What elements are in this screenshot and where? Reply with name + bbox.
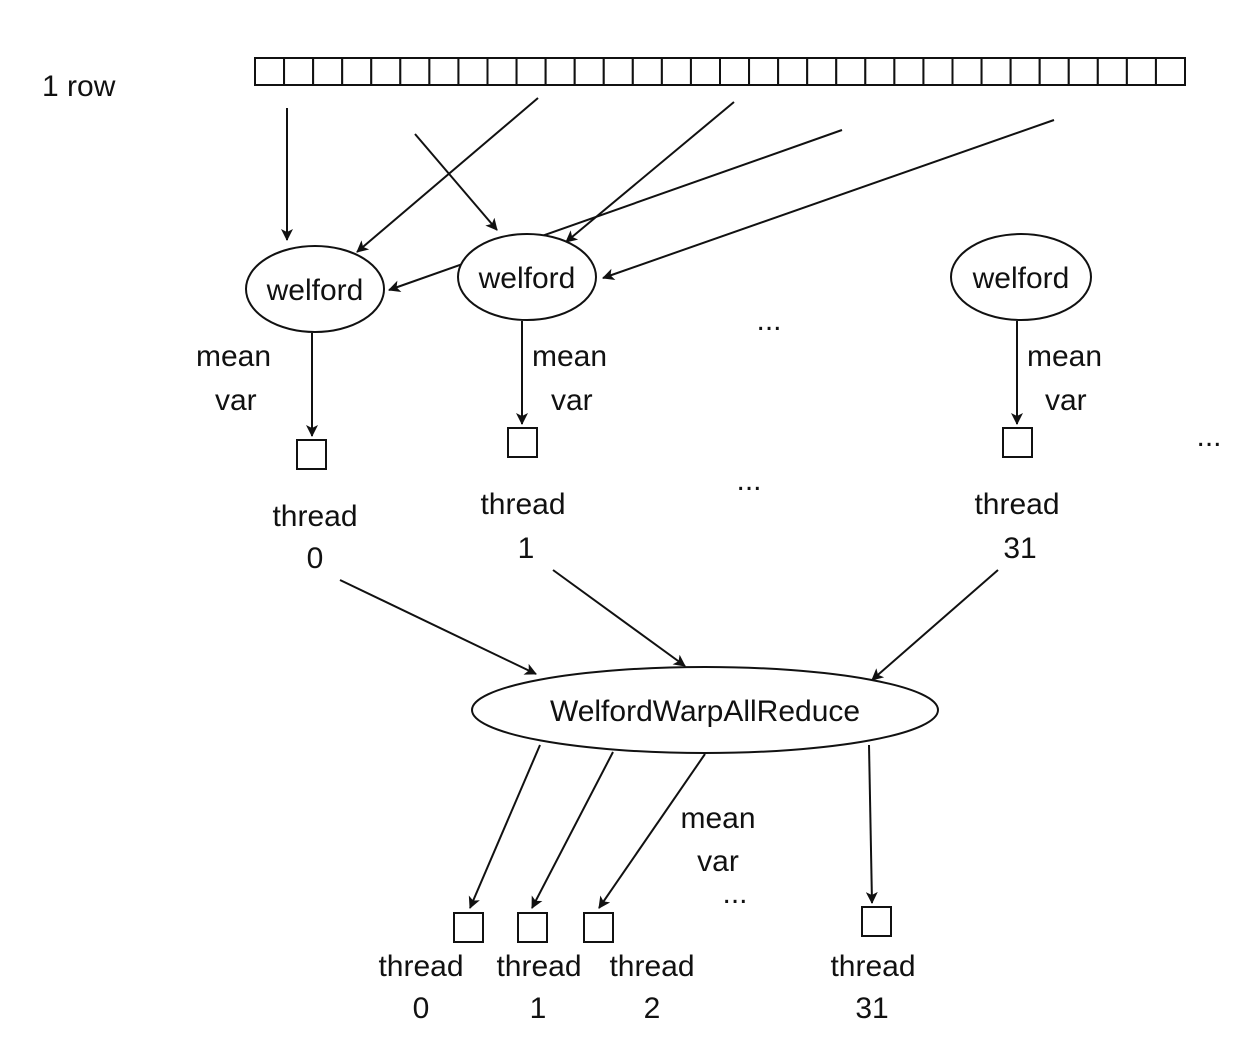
- arrow-row-to-welford-0-b: [356, 97, 539, 253]
- thread-box-top-0: [296, 439, 327, 470]
- mean-label-31: mean: [1027, 340, 1102, 373]
- arrow-thread-0-to-reduce: [339, 579, 537, 675]
- row-cell: [864, 57, 896, 86]
- row-cell: [951, 57, 983, 86]
- var-label-0: var: [215, 384, 257, 417]
- row-cell: [689, 57, 722, 86]
- thread-box-bottom-0: [453, 912, 484, 943]
- row-cell: [370, 57, 402, 86]
- row-cell: [980, 57, 1012, 86]
- row-cell: [835, 57, 867, 86]
- row-cell: [486, 57, 518, 86]
- arrow-thread-31-to-reduce: [871, 569, 999, 681]
- thread-index-bottom-2: 2: [644, 992, 661, 1025]
- row-cell: [544, 57, 576, 86]
- var-label-31: var: [1045, 384, 1087, 417]
- thread-index-top-31: 31: [1003, 532, 1036, 565]
- thread-index-top-1: 1: [518, 532, 535, 565]
- arrow-row-to-welford-0-c: [388, 129, 843, 292]
- row-cell: [1125, 57, 1157, 86]
- row-cell: [602, 57, 634, 86]
- row-cell: [312, 57, 344, 86]
- row-cell: [399, 57, 431, 86]
- row-cell: [283, 57, 315, 86]
- thread-word-top-1: thread: [480, 488, 565, 521]
- row-cell: [573, 57, 605, 86]
- thread-word-bottom-1: thread: [496, 950, 581, 983]
- row-cell: [254, 57, 286, 86]
- welford-label: welford: [266, 274, 364, 307]
- row-cells: [254, 57, 1186, 86]
- thread-word-bottom-31: thread: [830, 950, 915, 983]
- row-cell: [1038, 57, 1070, 86]
- row-cell: [1067, 57, 1099, 86]
- thread-box-top-31: [1002, 427, 1033, 458]
- mean-label-1: mean: [532, 340, 607, 373]
- thread-box-bottom-31: [861, 906, 892, 937]
- arrow-row-to-welford-1-b: [565, 101, 735, 243]
- thread-word-bottom-0: thread: [378, 950, 463, 983]
- thread-box-top-1: [507, 427, 538, 458]
- row-cell: [660, 57, 692, 86]
- welford-node-31: welford: [950, 233, 1092, 321]
- thread-index-bottom-0: 0: [413, 992, 430, 1025]
- row-cell: [719, 57, 751, 86]
- welford-node-0: welford: [245, 245, 385, 333]
- thread-index-bottom-31: 31: [855, 992, 888, 1025]
- arrow-reduce-to-thread-2: [598, 753, 706, 909]
- thread-word-bottom-2: thread: [609, 950, 694, 983]
- row-cell: [1009, 57, 1041, 86]
- arrow-thread-1-to-reduce: [552, 569, 686, 667]
- welford-node-1: welford: [457, 233, 597, 321]
- row-cell: [893, 57, 925, 86]
- mean-label-bottom: mean: [680, 802, 755, 835]
- row-cell: [457, 57, 489, 86]
- row-cell: [428, 57, 460, 86]
- thread-index-bottom-1: 1: [530, 992, 547, 1025]
- row-cell: [631, 57, 663, 86]
- row-cell: [515, 57, 547, 86]
- row-cell: [922, 57, 954, 86]
- thread-index-top-0: 0: [307, 542, 324, 575]
- thread-word-top-0: thread: [272, 500, 357, 533]
- row-label: 1 row: [42, 70, 116, 103]
- row-cell: [341, 57, 373, 86]
- arrow-row-to-welford-1-c: [602, 119, 1055, 281]
- arrow-reduce-to-thread-0: [468, 744, 541, 909]
- ellipsis-right: ...: [1196, 420, 1221, 453]
- var-label-bottom: var: [697, 845, 739, 878]
- thread-word-top-31: thread: [974, 488, 1059, 521]
- arrow-row-to-welford-1-a: [414, 133, 498, 231]
- var-label-1: var: [551, 384, 593, 417]
- arrow-reduce-to-thread-1: [531, 751, 614, 909]
- mean-label-0: mean: [196, 340, 271, 373]
- welford-label: welford: [478, 262, 576, 295]
- row-cell: [748, 57, 780, 86]
- reduce-label: WelfordWarpAllReduce: [550, 695, 860, 728]
- ellipsis-welford: ...: [756, 304, 781, 337]
- ellipsis-threads-top: ...: [736, 464, 761, 497]
- welford-warp-all-reduce-node: WelfordWarpAllReduce: [471, 666, 939, 754]
- welford-label: welford: [972, 262, 1070, 295]
- row-cell: [1154, 57, 1186, 86]
- row-cell: [1096, 57, 1128, 86]
- arrow-reduce-to-thread-31: [865, 744, 878, 904]
- ellipsis-bottom: ...: [722, 877, 747, 910]
- row-cell: [777, 57, 809, 86]
- thread-box-bottom-2: [583, 912, 614, 943]
- row-cell: [806, 57, 838, 86]
- thread-box-bottom-1: [517, 912, 548, 943]
